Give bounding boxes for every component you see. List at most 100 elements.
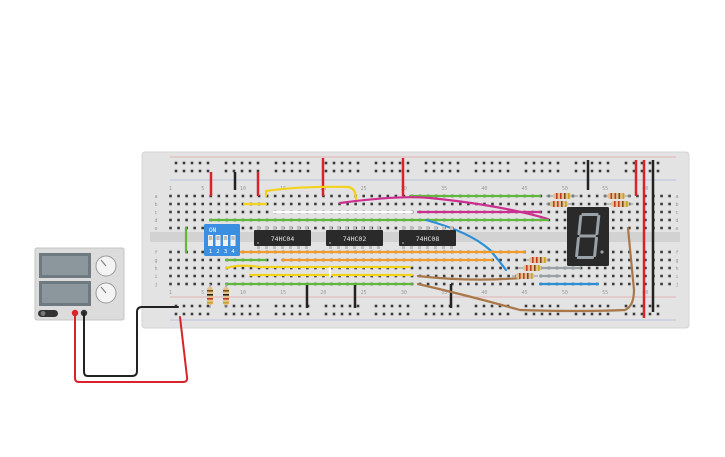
breadboard-hole[interactable] [636,226,639,230]
rail-hole[interactable] [598,169,602,173]
breadboard-hole[interactable] [555,258,559,262]
rail-hole[interactable] [390,161,394,165]
ic-chip[interactable]: 74HC02 [326,226,383,249]
breadboard-hole[interactable] [515,282,518,286]
breadboard-hole[interactable] [620,210,623,214]
breadboard-hole[interactable] [499,202,502,206]
breadboard-hole[interactable] [644,226,647,230]
breadboard-hole[interactable] [217,258,221,262]
rail-hole[interactable] [332,161,336,165]
rail-hole[interactable] [440,161,444,165]
breadboard-hole[interactable] [620,282,623,286]
breadboard-hole[interactable] [636,282,639,286]
rail-hole[interactable] [490,169,494,173]
breadboard-hole[interactable] [418,202,422,206]
breadboard-hole[interactable] [636,218,639,222]
breadboard-hole[interactable] [499,258,502,262]
resistor[interactable] [607,201,633,207]
rail-hole[interactable] [190,304,194,308]
rail-hole[interactable] [532,169,536,173]
rail-hole[interactable] [632,312,636,316]
breadboard-hole[interactable] [185,194,188,198]
breadboard-hole[interactable] [644,274,647,278]
breadboard-hole[interactable] [394,226,398,230]
rail-hole[interactable] [232,169,236,173]
rail-hole[interactable] [590,169,594,173]
breadboard-hole[interactable] [644,258,647,262]
rail-hole[interactable] [606,312,610,316]
breadboard-hole[interactable] [322,202,325,206]
rail-hole[interactable] [240,169,244,173]
breadboard-hole[interactable] [563,250,567,254]
rail-hole[interactable] [324,312,328,316]
breadboard-hole[interactable] [193,266,196,270]
breadboard-hole[interactable] [450,266,454,270]
rail-hole[interactable] [582,304,586,308]
rail-hole[interactable] [474,312,478,316]
breadboard-hole[interactable] [434,282,438,286]
rail-hole[interactable] [456,312,460,316]
breadboard-hole[interactable] [177,194,180,198]
breadboard-hole[interactable] [628,226,631,230]
breadboard-hole[interactable] [620,218,623,222]
rail-hole[interactable] [532,304,536,308]
breadboard-hole[interactable] [233,210,237,214]
rail-hole[interactable] [390,169,394,173]
rail-hole[interactable] [490,312,494,316]
rail-hole[interactable] [624,161,628,165]
breadboard-hole[interactable] [225,202,229,206]
rail-hole[interactable] [632,169,636,173]
breadboard-hole[interactable] [467,274,470,278]
breadboard-hole[interactable] [507,282,510,286]
breadboard-hole[interactable] [467,266,470,270]
breadboard-hole[interactable] [539,202,543,206]
breadboard-hole[interactable] [273,202,277,206]
breadboard-hole[interactable] [225,194,229,198]
rail-hole[interactable] [406,304,410,308]
rail-hole[interactable] [432,304,436,308]
breadboard-hole[interactable] [185,282,188,286]
breadboard-hole[interactable] [185,218,188,222]
breadboard-hole[interactable] [491,282,494,286]
dip-toggle[interactable] [223,235,228,246]
breadboard-hole[interactable] [177,266,180,270]
breadboard-hole[interactable] [467,226,470,230]
breadboard-hole[interactable] [281,202,285,206]
rail-hole[interactable] [298,169,302,173]
rail-hole[interactable] [548,161,552,165]
rail-hole[interactable] [206,161,210,165]
breadboard-hole[interactable] [611,282,615,286]
rail-hole[interactable] [348,312,352,316]
breadboard-hole[interactable] [611,258,615,262]
breadboard-hole[interactable] [628,282,631,286]
rail-hole[interactable] [574,304,578,308]
rail-hole[interactable] [332,169,336,173]
breadboard-hole[interactable] [289,194,293,198]
breadboard-hole[interactable] [217,194,221,198]
breadboard-hole[interactable] [491,202,494,206]
rail-hole[interactable] [640,169,644,173]
resistor[interactable] [207,284,213,308]
breadboard-hole[interactable] [177,274,180,278]
breadboard-hole[interactable] [611,274,615,278]
breadboard-hole[interactable] [450,202,454,206]
resistor[interactable] [546,193,578,199]
breadboard-hole[interactable] [370,194,374,198]
breadboard-hole[interactable] [346,194,349,198]
breadboard-hole[interactable] [515,258,518,262]
rail-hole[interactable] [624,312,628,316]
breadboard-hole[interactable] [523,282,526,286]
rail-hole[interactable] [356,304,360,308]
breadboard-hole[interactable] [620,250,623,254]
breadboard-hole[interactable] [185,266,188,270]
breadboard-hole[interactable] [193,250,196,254]
breadboard-hole[interactable] [660,258,663,262]
breadboard-hole[interactable] [579,194,583,198]
rail-hole[interactable] [206,312,210,316]
breadboard-hole[interactable] [330,202,333,206]
rail-hole[interactable] [206,304,210,308]
breadboard-hole[interactable] [668,274,671,278]
breadboard-hole[interactable] [628,218,631,222]
rail-hole[interactable] [340,312,344,316]
breadboard-hole[interactable] [201,282,204,286]
